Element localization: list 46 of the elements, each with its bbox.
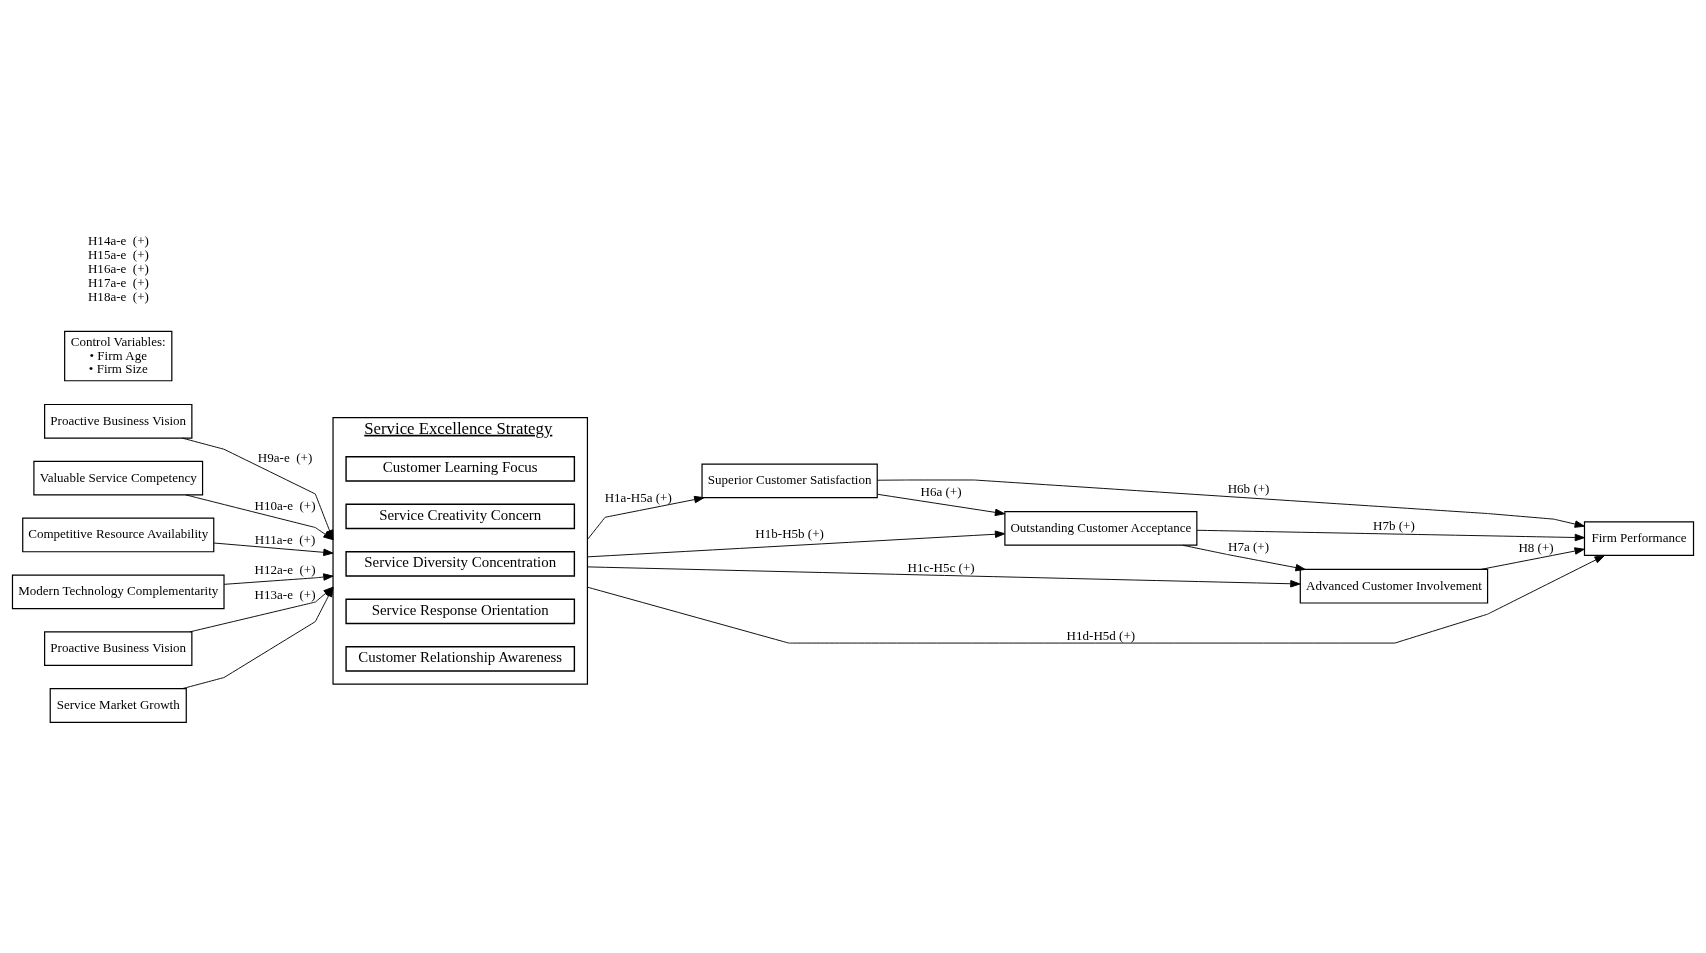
edge-label: H9a-e (+)	[257, 449, 313, 465]
arrow	[586, 495, 705, 541]
label: H16a-e (+)	[87, 260, 149, 276]
arrow	[1182, 544, 1306, 572]
node-box: Control Variables: • Firm Age • Firm Size	[64, 330, 173, 382]
node-box: Proactive Business Vision	[44, 631, 193, 667]
node-box: Customer Relationship Awareness	[345, 646, 576, 672]
node-box: Firm Performance	[1583, 521, 1695, 557]
edge-label: H8 (+)	[1518, 539, 1554, 555]
label: H15a-e (+)	[87, 246, 149, 262]
arrow	[586, 555, 1605, 644]
arrow	[586, 566, 1301, 588]
edge-label: H1c-H5c (+)	[907, 559, 975, 575]
node-box: Service Response Orientation	[345, 598, 576, 625]
node-box: Modern Technology Complementarity	[11, 574, 225, 610]
arrow	[223, 573, 334, 585]
edge-label: H6a (+)	[920, 484, 962, 500]
arrow	[1196, 529, 1585, 542]
edge-label: H1a-H5a (+)	[604, 489, 672, 505]
edge-label: H1b-H5b (+)	[755, 525, 824, 541]
edge-label: H11a-e (+)	[254, 531, 316, 547]
node-box: Proactive Business Vision	[44, 403, 193, 439]
edge-label: H10a-e (+)	[254, 498, 316, 513]
edge-label: H7b (+)	[1373, 517, 1415, 533]
node-box: Valuable Service Competency	[33, 460, 204, 496]
label: H14a-e (+)	[87, 232, 149, 248]
node-box: Superior Customer Satisfaction	[701, 463, 878, 499]
node-box: Outstanding Customer Acceptance	[1004, 511, 1198, 546]
arrow	[1480, 547, 1585, 570]
label: H17a-e (+)	[87, 274, 149, 290]
edge-label: H6b (+)	[1227, 481, 1270, 497]
node-box: Advanced Customer Involvement	[1299, 568, 1489, 604]
node-box: Service Market Growth	[49, 688, 187, 723]
edge-label: H12a-e (+)	[254, 562, 316, 578]
edge-label: H13a-e (+)	[254, 586, 316, 602]
node-box: Customer Learning Focus	[345, 456, 576, 482]
node-box: Competitive Resource Availability	[22, 517, 215, 553]
arrow	[876, 479, 1585, 528]
arrow	[586, 530, 1006, 558]
edge-label: H1d-H5d (+)	[1066, 627, 1136, 643]
node-box: Service Creativity Concern	[345, 503, 576, 530]
node-box: Service Diversity Concentration	[345, 551, 576, 577]
arrow	[877, 493, 1006, 517]
edge-label: H7a (+)	[1228, 539, 1270, 554]
arrow	[213, 542, 334, 557]
label: H18a-e (+)	[87, 288, 149, 304]
